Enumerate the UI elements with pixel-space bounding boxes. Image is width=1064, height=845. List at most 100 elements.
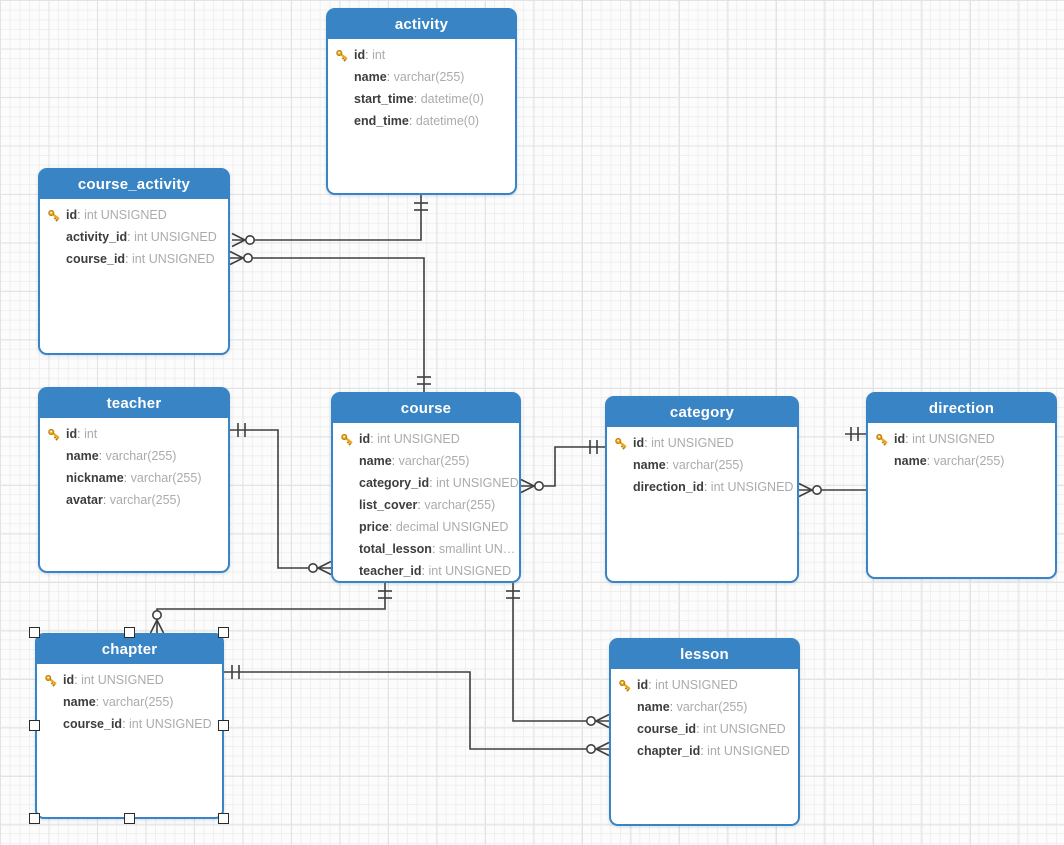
field-row-lesson-name[interactable]: namevarchar(255) (611, 696, 798, 718)
table-header-chapter[interactable]: chapter (37, 635, 222, 664)
field-row-lesson-course_id[interactable]: course_idint UNSIGNED (611, 718, 798, 740)
table-course[interactable]: courseidint UNSIGNEDnamevarchar(255)cate… (331, 392, 521, 583)
table-fields: idint UNSIGNEDnamevarchar(255) (868, 423, 1055, 472)
field-row-course_activity-course_id[interactable]: course_idint UNSIGNED (40, 248, 228, 270)
field-row-course-price[interactable]: pricedecimal UNSIGNED (333, 516, 519, 538)
table-header-course_activity[interactable]: course_activity (40, 170, 228, 199)
field-row-chapter-name[interactable]: namevarchar(255) (37, 691, 222, 713)
field-name: name (894, 454, 934, 468)
table-header-course[interactable]: course (333, 394, 519, 423)
field-name: id (66, 427, 84, 441)
field-row-category-direction_id[interactable]: direction_idint UNSIGNED (607, 476, 797, 498)
field-type: int UNSIGNED (655, 678, 738, 692)
field-row-lesson-chapter_id[interactable]: chapter_idint UNSIGNED (611, 740, 798, 762)
field-name: id (66, 208, 84, 222)
field-row-direction-id[interactable]: idint UNSIGNED (868, 428, 1055, 450)
primary-key-icon (47, 427, 62, 442)
table-header-activity[interactable]: activity (328, 10, 515, 39)
field-type: int (372, 48, 386, 62)
relationship-course-chapter[interactable] (149, 583, 393, 634)
primary-key-icon (618, 678, 633, 693)
relationship-chapter-lesson[interactable] (224, 665, 610, 757)
table-chapter[interactable]: chapteridint UNSIGNEDnamevarchar(255)cou… (35, 633, 224, 819)
field-row-course-total_lesson[interactable]: total_lessonsmallint UN… (333, 538, 519, 560)
field-name: activity_id (66, 230, 134, 244)
field-row-chapter-course_id[interactable]: course_idint UNSIGNED (37, 713, 222, 735)
field-row-activity-name[interactable]: namevarchar(255) (328, 66, 515, 88)
field-type: int UNSIGNED (84, 208, 167, 222)
field-row-teacher-avatar[interactable]: avatarvarchar(255) (40, 489, 228, 511)
table-course_activity[interactable]: course_activityidint UNSIGNEDactivity_id… (38, 168, 230, 355)
field-row-category-name[interactable]: namevarchar(255) (607, 454, 797, 476)
relationship-activity-course_activity[interactable] (231, 195, 428, 248)
field-name: name (633, 458, 673, 472)
table-header-direction[interactable]: direction (868, 394, 1055, 423)
field-type: int UNSIGNED (651, 436, 734, 450)
field-type: varchar(255) (672, 458, 744, 472)
primary-key-icon (340, 432, 355, 447)
primary-key-icon (44, 673, 59, 688)
field-name: name (637, 700, 677, 714)
table-teacher[interactable]: teacher idintnamevarchar(255)nicknamevarc… (38, 387, 230, 573)
field-row-activity-end_time[interactable]: end_timedatetime(0) (328, 110, 515, 132)
relationship-course_activity-course[interactable] (229, 250, 431, 393)
field-row-course-list_cover[interactable]: list_covervarchar(255) (333, 494, 519, 516)
selection-handle[interactable] (123, 813, 135, 824)
field-row-course-teacher_id[interactable]: teacher_idint UNSIGNED (333, 560, 519, 582)
table-header-teacher[interactable]: teacher (40, 389, 228, 418)
field-type: int UNSIGNED (129, 717, 212, 731)
field-type: datetime(0) (415, 114, 480, 128)
field-row-activity-id[interactable]: idint (328, 44, 515, 66)
field-row-chapter-id[interactable]: idint UNSIGNED (37, 669, 222, 691)
field-row-course-category_id[interactable]: category_idint UNSIGNED (333, 472, 519, 494)
relationship-course-category[interactable] (520, 440, 605, 494)
field-type: smallint UN… (438, 542, 516, 556)
field-row-teacher-id[interactable]: idint (40, 423, 228, 445)
table-title: course_activity (77, 176, 191, 193)
relationship-category-direction[interactable] (845, 427, 866, 441)
field-type: int UNSIGNED (710, 480, 794, 494)
field-type: varchar(255) (130, 471, 202, 485)
field-type: varchar(255) (105, 449, 177, 463)
selection-handle[interactable] (29, 627, 40, 638)
table-category[interactable]: categoryidint UNSIGNEDnamevarchar(255)di… (605, 396, 799, 583)
field-row-lesson-id[interactable]: idint UNSIGNED (611, 674, 798, 696)
field-type: varchar(255) (109, 493, 181, 507)
selection-handle[interactable] (123, 627, 135, 638)
selection-handle[interactable] (218, 720, 229, 731)
field-name: category_id (359, 476, 436, 490)
field-row-course-id[interactable]: idint UNSIGNED (333, 428, 519, 450)
field-name: avatar (66, 493, 110, 507)
table-fields: idint UNSIGNEDnamevarchar(255)course_idi… (37, 664, 222, 735)
field-type: varchar(255) (424, 498, 496, 512)
field-name: name (354, 70, 394, 84)
field-name: start_time (354, 92, 421, 106)
selection-handle[interactable] (218, 813, 229, 824)
field-row-course_activity-activity_id[interactable]: activity_idint UNSIGNED (40, 226, 228, 248)
table-lesson[interactable]: lesson idint UNSIGNEDnamevarchar(255)cour… (609, 638, 800, 826)
field-row-category-id[interactable]: idint UNSIGNED (607, 432, 797, 454)
relationship-teacher-course[interactable] (230, 423, 332, 576)
field-row-activity-start_time[interactable]: start_timedatetime(0) (328, 88, 515, 110)
relationship-course-lesson[interactable] (506, 583, 610, 729)
field-row-course_activity-id[interactable]: idint UNSIGNED (40, 204, 228, 226)
table-header-lesson[interactable]: lesson (611, 640, 798, 669)
field-name: id (894, 432, 912, 446)
field-row-teacher-name[interactable]: namevarchar(255) (40, 445, 228, 467)
selection-handle[interactable] (218, 627, 229, 638)
relationship-category-direction[interactable] (798, 482, 866, 498)
table-header-category[interactable]: category (607, 398, 797, 427)
field-row-teacher-nickname[interactable]: nicknamevarchar(255) (40, 467, 228, 489)
table-direction[interactable]: directionidint UNSIGNEDnamevarchar(255) (866, 392, 1057, 579)
selection-handle[interactable] (29, 813, 40, 824)
field-name: price (359, 520, 396, 534)
field-row-direction-name[interactable]: namevarchar(255) (868, 450, 1055, 472)
selection-handle[interactable] (29, 720, 40, 731)
field-type: varchar(255) (398, 454, 470, 468)
field-row-course-name[interactable]: namevarchar(255) (333, 450, 519, 472)
field-name: list_cover (359, 498, 424, 512)
table-activity[interactable]: activityidintnamevarchar(255)start_timed… (326, 8, 517, 195)
table-title: lesson (680, 646, 729, 663)
